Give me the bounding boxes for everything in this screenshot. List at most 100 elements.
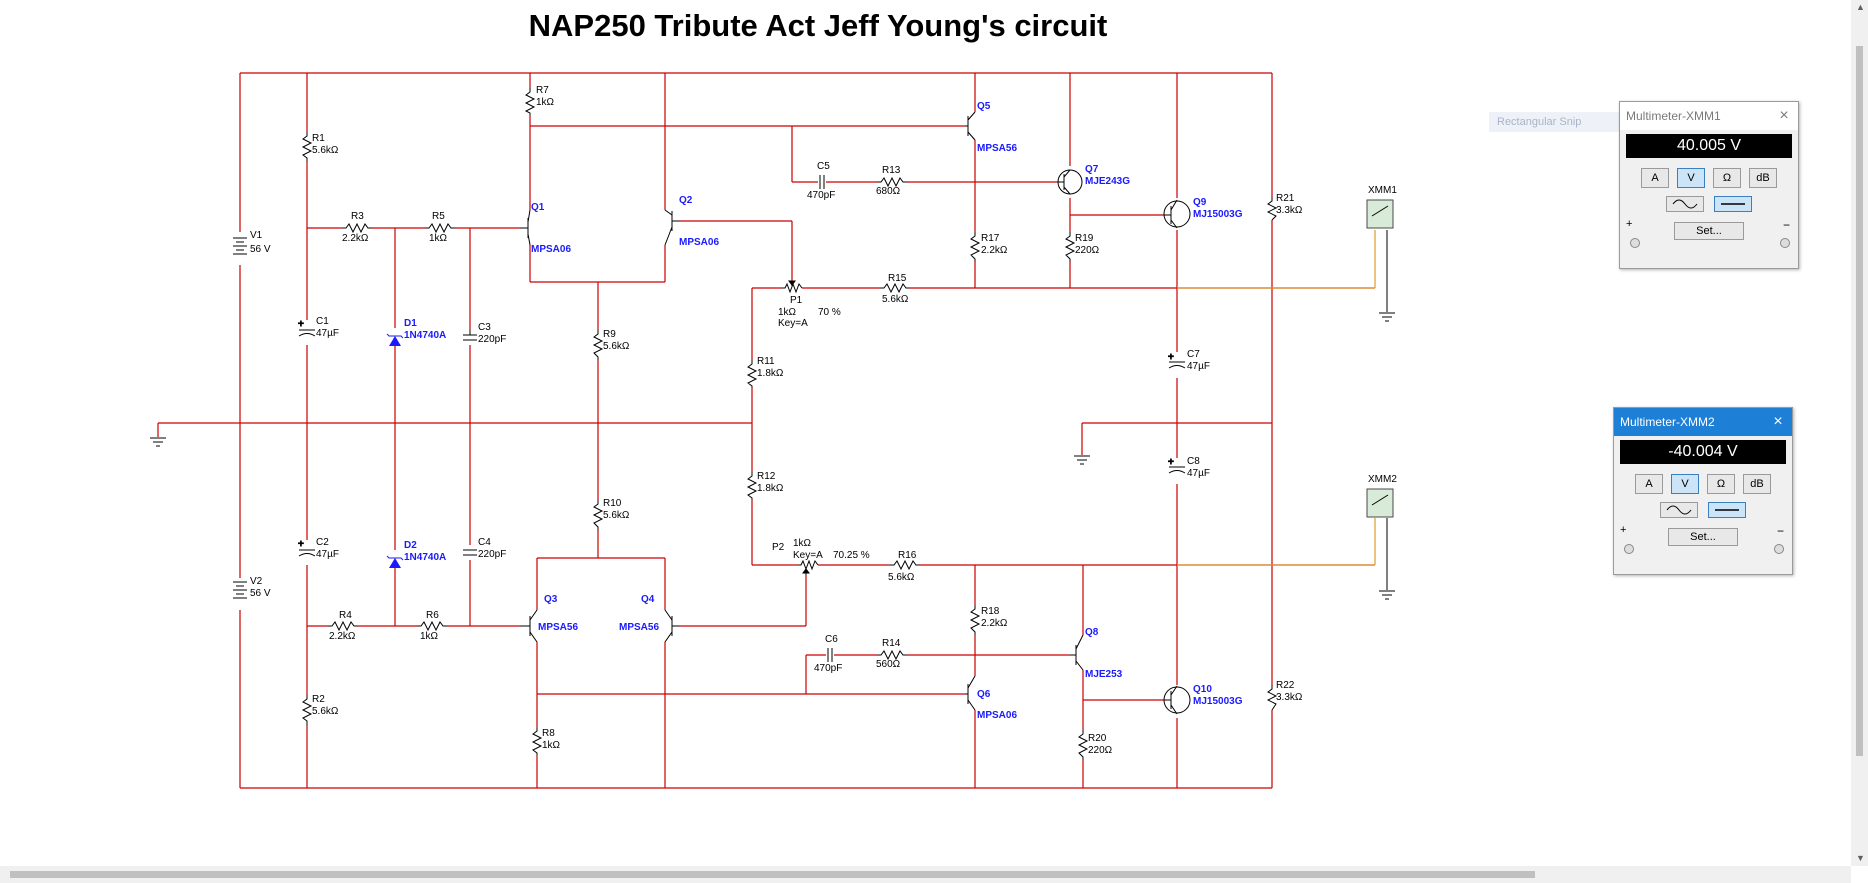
ground-symbol [150,437,166,447]
label-q3: Q3 [544,594,558,605]
battery[interactable] [233,581,247,599]
capacitor[interactable]: + [1168,352,1186,369]
capacitor[interactable] [463,549,477,556]
transistor[interactable] [1163,199,1191,229]
label-r2: R2 [312,694,325,705]
multimeter-xmm1-window[interactable]: Multimeter-XMM1 × 40.005 V A V Ω dB + Se… [1619,101,1799,269]
set-button[interactable]: Set... [1674,222,1744,240]
resistor[interactable] [301,132,313,162]
value-c7: 47µF [1187,361,1210,372]
capacitor[interactable]: + [298,539,316,557]
capacitor[interactable] [819,175,825,189]
transistor[interactable] [664,609,680,643]
resistor[interactable] [1266,685,1278,711]
resistor[interactable] [1077,730,1089,760]
label-r21: R21 [1276,193,1295,204]
capacitor[interactable]: + [1168,457,1186,474]
capacitor[interactable] [827,648,833,662]
multimeter-icon[interactable]: XMM2 [1366,474,1397,518]
decibel-button[interactable]: dB [1749,168,1777,188]
resistor[interactable] [342,222,372,234]
resistor[interactable] [969,232,981,262]
transistor[interactable] [520,609,538,643]
battery[interactable] [233,237,247,255]
capacitor[interactable]: + [298,319,316,337]
label-r14: R14 [882,638,901,649]
decibel-button[interactable]: dB [1743,474,1771,494]
value-d2: 1N4740A [404,552,446,563]
resistor[interactable] [592,500,604,530]
horizontal-scrollbar[interactable] [0,866,1851,883]
multimeter-xmm2-window[interactable]: Multimeter-XMM2 × -40.004 V A V Ω dB + S… [1613,407,1793,575]
zener-diode[interactable] [386,555,404,568]
mode-buttons: A V Ω dB [1614,474,1792,494]
ohmmeter-button[interactable]: Ω [1713,168,1741,188]
voltmeter-button[interactable]: V [1671,474,1699,494]
resistor[interactable] [301,695,313,725]
potentiometer[interactable] [782,280,803,294]
ac-wave-button[interactable] [1666,196,1704,212]
zener-diode[interactable] [386,333,404,346]
transistor[interactable] [965,111,976,141]
ac-wave-button[interactable] [1660,502,1698,518]
value-r6: 1kΩ [420,631,439,642]
minus-terminal-icon[interactable] [1774,544,1784,554]
transistor[interactable] [1163,685,1191,715]
minus-terminal-icon[interactable] [1780,238,1790,248]
plus-terminal-icon[interactable] [1630,238,1640,248]
svg-text:+: + [1168,352,1174,363]
vertical-scroll-thumb[interactable] [1856,46,1863,756]
potentiometer[interactable] [798,559,819,575]
label-r4: R4 [339,610,352,621]
ammeter-button[interactable]: A [1641,168,1669,188]
transistor[interactable] [1070,634,1084,671]
scroll-up-icon[interactable]: ▲ [1856,2,1865,12]
window-title: Multimeter-XMM1 [1626,109,1721,123]
dc-button[interactable] [1708,502,1746,518]
resistor[interactable] [417,620,447,632]
ground-symbol [1074,455,1090,465]
plus-terminal-icon[interactable] [1624,544,1634,554]
resistor[interactable] [877,176,907,188]
label-q7: Q7 [1085,164,1099,175]
resistor[interactable] [880,282,910,294]
value-d1: 1N4740A [404,330,446,341]
ohmmeter-button[interactable]: Ω [1707,474,1735,494]
resistor[interactable] [890,559,920,571]
multimeter-xmm2-titlebar[interactable]: Multimeter-XMM2 × [1614,408,1792,436]
transistor[interactable] [520,209,531,246]
value-q6: MPSA06 [977,710,1017,721]
voltmeter-button[interactable]: V [1677,168,1705,188]
value-r14: 560Ω [876,659,901,670]
close-icon[interactable]: × [1779,107,1789,124]
transistor[interactable] [965,675,976,711]
wire-net [157,72,1376,789]
transistor[interactable] [664,209,680,246]
dc-button[interactable] [1714,196,1752,212]
vertical-scrollbar[interactable]: ▲ ▼ [1851,0,1868,866]
schematic-canvas[interactable]: NAP250 Tribute Act Jeff Young's circuit [0,0,1851,866]
transistor[interactable] [1057,169,1083,195]
resistor[interactable] [425,222,455,234]
multimeter-icon[interactable]: XMM1 [1366,185,1397,229]
resistor[interactable] [592,330,604,360]
resistor[interactable] [746,472,758,500]
resistor[interactable] [746,360,758,388]
resistor[interactable] [531,728,543,755]
ammeter-button[interactable]: A [1635,474,1663,494]
set-button[interactable]: Set... [1668,528,1738,546]
capacitor[interactable] [463,330,477,341]
close-icon[interactable]: × [1773,413,1783,430]
resistor[interactable] [877,649,907,661]
resistor[interactable] [524,88,536,115]
label-r20: R20 [1088,733,1107,744]
resistor[interactable] [1064,232,1076,262]
setting-p2: 70.25 % [833,550,870,561]
circuit-schematic[interactable]: + + + + XMM1 XMM2 [0,0,1851,866]
horizontal-scroll-thumb[interactable] [10,871,1535,878]
resistor[interactable] [328,620,358,632]
resistor[interactable] [1266,197,1278,221]
resistor[interactable] [969,605,981,635]
multimeter-xmm1-titlebar[interactable]: Multimeter-XMM1 × [1620,102,1798,130]
scroll-down-icon[interactable]: ▼ [1856,853,1865,863]
